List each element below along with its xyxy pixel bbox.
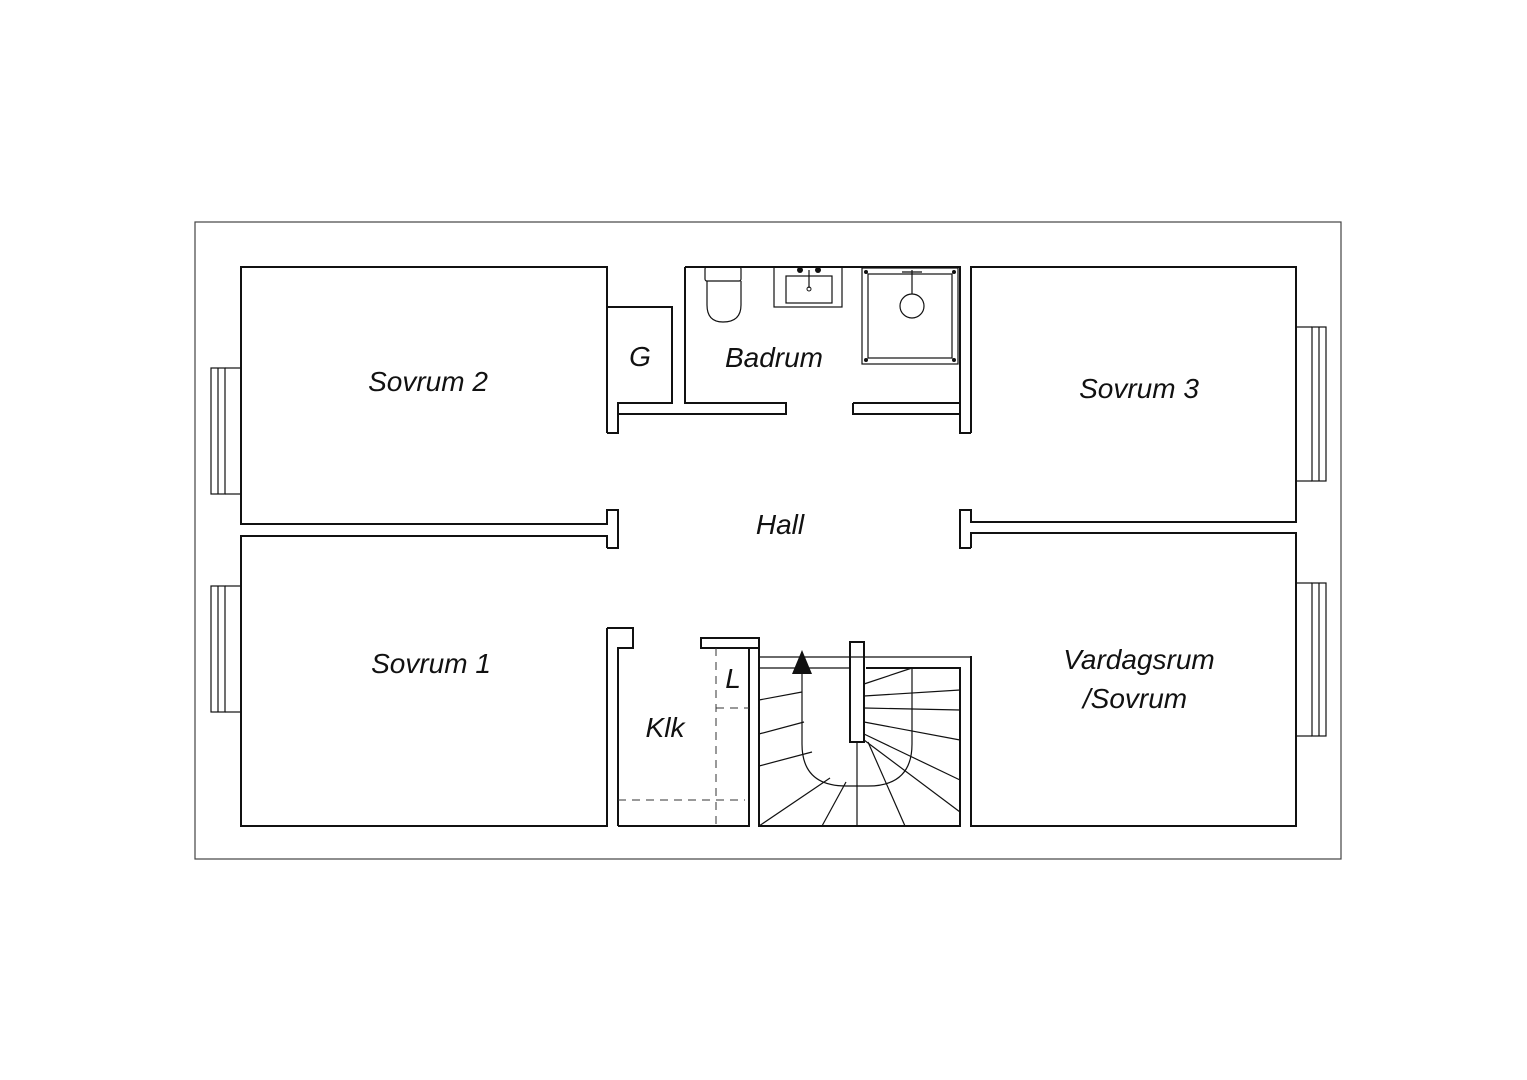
window-icon bbox=[210, 585, 241, 713]
label-sovrum-1: Sovrum 1 bbox=[371, 648, 491, 679]
room-sovrum-3 bbox=[959, 266, 1297, 549]
label-sovrum-3: Sovrum 3 bbox=[1079, 373, 1199, 404]
room-sovrum-2 bbox=[240, 266, 619, 549]
window-icon bbox=[1296, 326, 1327, 482]
building-outline bbox=[194, 221, 1342, 860]
label-klk: Klk bbox=[646, 712, 687, 743]
label-g: G bbox=[629, 341, 651, 372]
sink-icon bbox=[773, 266, 843, 308]
toilet-icon bbox=[704, 266, 742, 323]
room-vardagsrum bbox=[970, 532, 1297, 827]
staircase bbox=[758, 641, 972, 827]
shower-icon bbox=[861, 267, 959, 365]
label-vardagsrum: Vardagsrum bbox=[1063, 644, 1214, 675]
window-icon bbox=[1296, 582, 1327, 737]
room-klk bbox=[618, 637, 760, 827]
label-l: L bbox=[725, 663, 741, 694]
label-sovrum-2: Sovrum 2 bbox=[368, 366, 488, 397]
label-vardagsrum-sovrum: /Sovrum bbox=[1081, 683, 1187, 714]
label-hall: Hall bbox=[756, 509, 805, 540]
window-icon bbox=[210, 367, 241, 495]
room-sovrum-1 bbox=[240, 535, 634, 827]
room-g bbox=[607, 267, 787, 434]
label-badrum: Badrum bbox=[725, 342, 823, 373]
stair-arrow-icon bbox=[792, 650, 812, 674]
